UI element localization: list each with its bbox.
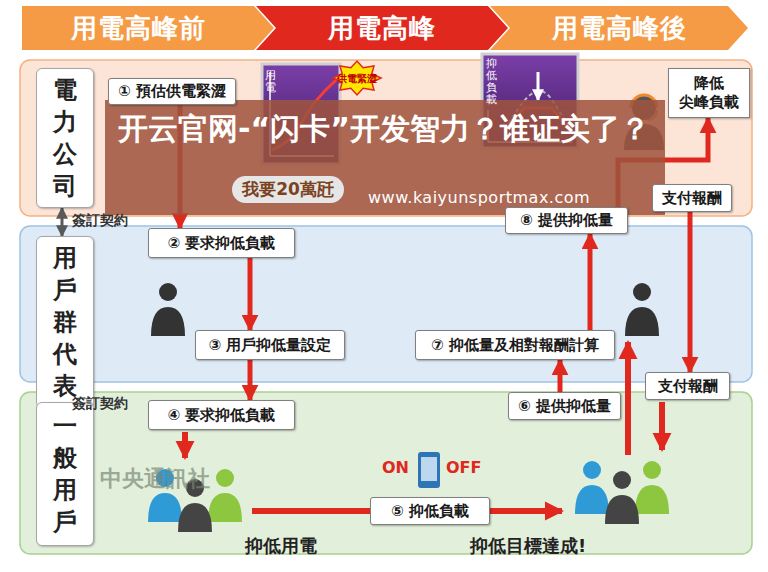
node-text: ② 要求抑低負載 xyxy=(168,234,276,253)
chevron-shape xyxy=(490,6,748,50)
result-caption: 抑低目標達成! xyxy=(470,534,586,558)
company-band xyxy=(20,60,752,216)
node-text: 用電高峰 xyxy=(328,11,436,46)
result-caption: 抑低用電 xyxy=(245,534,317,558)
step-box: ⑤ 抑低負載 xyxy=(370,497,490,525)
node-text: ⑥ 提供抑低量 xyxy=(518,397,611,416)
step-box: ② 要求抑低負載 xyxy=(148,228,295,258)
banner-title: 开云官网-“闪卡”开发智力？谁证实了？ xyxy=(118,110,658,148)
node-text: ① 預估供電緊澀 xyxy=(118,82,226,101)
representative-icon xyxy=(151,283,185,336)
phase-chevron: 用電高峰後 xyxy=(490,6,748,50)
flow-arrow xyxy=(558,360,563,392)
phone-switch-icon xyxy=(418,452,440,488)
node-text: 我要20萬瓩 xyxy=(242,178,334,201)
edge-label: 簽訂契約 xyxy=(72,212,128,230)
flow-arrow xyxy=(659,402,665,450)
watermark: 中央通訊社 xyxy=(100,464,210,494)
flow-arrow xyxy=(182,432,188,458)
representative-icon xyxy=(625,283,659,336)
phase-chevron: 用電高峰 xyxy=(256,6,508,50)
chart-label: 抑低負載 xyxy=(486,58,497,106)
watermark-url: www.kaiyunsportmax.com xyxy=(368,188,590,207)
node-text: 一般用戶 xyxy=(53,410,77,538)
alert-burst xyxy=(333,61,381,95)
representative-band xyxy=(20,226,752,382)
alert-label: 供電緊澀 xyxy=(337,72,377,86)
node-text: ⑧ 提供抑低量 xyxy=(520,211,613,230)
watermark-url: www.kaiyunsportmax.com xyxy=(368,188,590,207)
chevron-shape xyxy=(22,6,274,50)
speech-bubble: 我要20萬瓩 xyxy=(232,176,344,203)
flow-arrow xyxy=(688,212,693,372)
switch-label: ON xyxy=(382,458,409,477)
node-text: ⑤ 抑低負載 xyxy=(391,502,469,521)
actor-box: 一般用戶 xyxy=(36,402,94,546)
edge-label: 簽訂契約 xyxy=(72,212,128,230)
switch-label: OFF xyxy=(446,458,481,477)
node-text: 用電高峰前 xyxy=(71,11,206,46)
axis-label: 用電 xyxy=(265,70,276,94)
step-box: ③ 用戶抑低量設定 xyxy=(195,330,345,360)
switch-label: OFF xyxy=(446,458,481,477)
node-text: 支付報酬 xyxy=(658,377,718,396)
actor-box: 電力公司 xyxy=(36,68,94,208)
flow-arrow xyxy=(248,258,253,330)
step-box: ⑦ 抑低量及相對報酬計算 xyxy=(415,330,615,360)
step-box: ⑧ 提供抑低量 xyxy=(505,207,628,234)
user-group-icon xyxy=(575,461,669,524)
node-text: 電力公司 xyxy=(53,74,77,202)
banner-title: 开云官网-“闪卡”开发智力？谁证实了？ xyxy=(118,110,658,148)
edge-label: 簽訂契約 xyxy=(72,395,128,413)
step-box: ① 預估供電緊澀 xyxy=(108,78,236,105)
chevron-shape xyxy=(256,6,508,50)
node-text: 支付報酬 xyxy=(662,189,722,208)
result-caption: 抑低用電 xyxy=(245,534,317,558)
contract-arrow xyxy=(61,208,64,236)
node-text: 用電高峰後 xyxy=(552,11,687,46)
node-text: ⑦ 抑低量及相對報酬計算 xyxy=(431,336,599,355)
phase-chevron: 用電高峰前 xyxy=(22,6,274,50)
flow-arrow xyxy=(625,342,631,455)
node-text: ④ 要求抑低負載 xyxy=(168,406,276,425)
flow-arrow xyxy=(588,234,593,330)
flow-arrow xyxy=(248,360,253,400)
actor-box: 用戶群代表 xyxy=(36,236,94,408)
node-text: 降低 尖峰負載 xyxy=(675,74,743,112)
step-box: ⑥ 提供抑低量 xyxy=(508,392,621,420)
watermark: 中央通訊社 xyxy=(100,464,210,494)
edge-label: 簽訂契約 xyxy=(72,395,128,413)
payment-box: 支付報酬 xyxy=(645,372,730,400)
node-text: 用戶群代表 xyxy=(53,242,77,402)
result-caption: 抑低目標達成! xyxy=(470,534,586,558)
switch-label: ON xyxy=(382,458,409,477)
alert-label: 供電緊澀 xyxy=(337,72,377,86)
step-box: ④ 要求抑低負載 xyxy=(148,400,295,430)
result-box: 降低 尖峰負載 xyxy=(668,68,750,118)
user-band xyxy=(20,392,752,554)
payment-box: 支付報酬 xyxy=(652,184,732,212)
chart-label: 抑低負載 xyxy=(486,58,497,106)
axis-label: 用電 xyxy=(265,70,276,94)
node-text: ③ 用戶抑低量設定 xyxy=(209,336,332,355)
